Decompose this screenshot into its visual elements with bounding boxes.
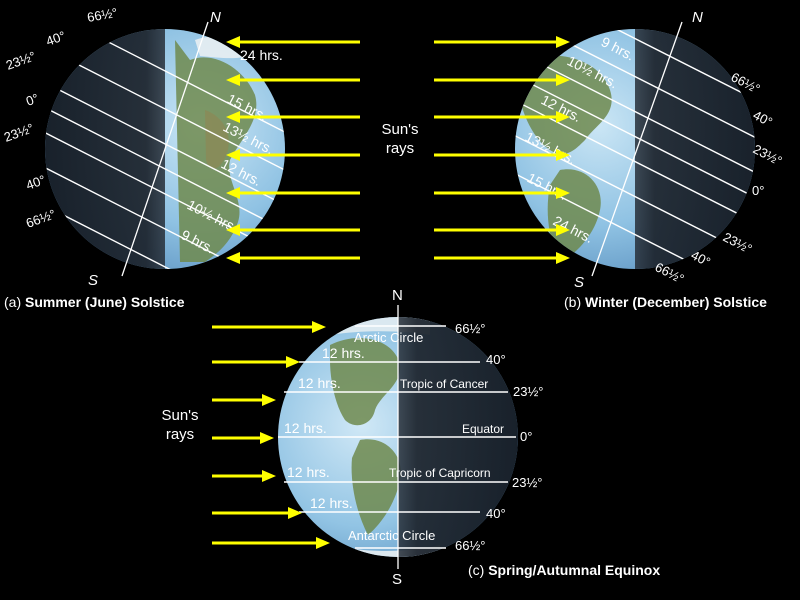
ray-arrow-to-winter: [434, 74, 570, 86]
lat-label: 40°: [24, 172, 48, 193]
equinox-globe: N S Arctic Circle Tropic of Cancer Equat…: [278, 287, 544, 588]
circle-name: Antarctic Circle: [348, 528, 435, 543]
lat-label: 40°: [486, 352, 506, 367]
lat-label: 23½°: [751, 141, 785, 168]
caption-a: (a) Summer (June) Solstice: [4, 294, 185, 310]
lat-label: 40°: [751, 107, 775, 129]
sun-rays-label-line: rays: [165, 426, 195, 443]
caption-b-letter: (b): [564, 294, 582, 310]
lat-label: 23½°: [512, 475, 543, 490]
globe-a-axis: [121, 21, 209, 277]
circle-name: Tropic of Capricorn: [389, 466, 491, 480]
sun-rays-label-bottom: Sun's rays: [148, 406, 212, 444]
ray-arrow-to-winter: [434, 224, 570, 236]
lat-label: 23½°: [2, 120, 36, 145]
globe-a-pole-n: N: [210, 9, 221, 26]
lat-label: 23½°: [721, 229, 755, 256]
day-length-label: 12 hrs.: [298, 375, 341, 391]
caption-c-letter: (c): [468, 562, 485, 578]
lat-label: 66½°: [455, 538, 486, 553]
ray-arrow-to-summer: [226, 36, 360, 48]
sun-rays-label-line: rays: [385, 140, 415, 157]
day-length-label: 12 hrs.: [322, 345, 365, 361]
day-length-label: 12 hrs.: [284, 420, 327, 436]
caption-a-title: Summer (June) Solstice: [25, 294, 185, 310]
day-length-label: 12 hrs.: [287, 464, 330, 480]
globe-c-latitude-lines: [278, 325, 516, 549]
ray-arrow-to-summer: [226, 149, 360, 161]
day-length-label: 24 hrs.: [240, 47, 283, 63]
globe-c-pole-n: N: [392, 287, 403, 304]
circle-name: Equator: [462, 422, 504, 436]
lat-label: 23½°: [513, 384, 544, 399]
globe-b-pole-n: N: [692, 9, 703, 26]
lat-label: 40°: [44, 28, 68, 49]
day-length-label: 12 hrs.: [310, 495, 353, 511]
globe-b-pole-s: S: [574, 274, 584, 291]
caption-a-letter: (a): [4, 294, 22, 310]
caption-b-title: Winter (December) Solstice: [585, 294, 767, 310]
globe-c-latitude-labels: 66½° 40° 23½° 0° 23½° 40° 66½°: [455, 321, 544, 553]
globe-a-pole-s: S: [88, 272, 98, 289]
globe-c-pole-s: S: [392, 571, 402, 588]
ray-arrow-to-winter: [434, 111, 570, 123]
ray-arrow-to-summer: [226, 187, 360, 199]
ray-arrow-to-equinox: [212, 394, 276, 406]
circle-name: Tropic of Cancer: [400, 377, 488, 391]
ray-arrow-to-equinox: [212, 432, 274, 444]
caption-c-title: Spring/Autumnal Equinox: [488, 562, 661, 578]
ray-arrow-to-summer: [226, 224, 360, 236]
globe-c-circle-names: Arctic Circle Tropic of Cancer Equator T…: [348, 330, 504, 543]
lat-label: 0°: [752, 183, 764, 198]
lat-label: 0°: [24, 90, 41, 108]
globe-a-continents: [175, 36, 257, 262]
lat-label: 66½°: [24, 206, 58, 231]
lat-label: 23½°: [4, 48, 38, 73]
sun-rays-label-top: Sun's rays: [368, 120, 432, 158]
ray-arrow-to-summer: [226, 74, 360, 86]
ray-arrow-to-winter: [434, 252, 570, 264]
lat-label: 0°: [520, 429, 532, 444]
globe-c-day-lengths: 12 hrs. 12 hrs. 12 hrs. 12 hrs. 12 hrs.: [284, 345, 365, 511]
ray-arrow-to-equinox: [212, 537, 330, 549]
circle-name: Arctic Circle: [354, 330, 423, 345]
globe-b-axis: [591, 21, 683, 277]
sun-rays-arrows: [212, 36, 570, 549]
ray-arrow-to-equinox: [212, 470, 276, 482]
globe-a-night-side: [45, 29, 165, 269]
ray-arrow-to-summer: [226, 252, 360, 264]
lat-label: 66½°: [86, 5, 119, 25]
ray-arrow-to-winter: [434, 187, 570, 199]
caption-c: (c) Spring/Autumnal Equinox: [468, 562, 660, 578]
ray-arrow-to-winter: [434, 149, 570, 161]
lat-label: 40°: [486, 506, 506, 521]
sun-rays-label-line: Sun's: [381, 121, 419, 138]
ray-arrow-to-equinox: [212, 321, 326, 333]
ray-arrow-to-winter: [434, 36, 570, 48]
lat-label: 66½°: [455, 321, 486, 336]
ray-arrow-to-equinox: [212, 356, 300, 368]
sun-rays-label-line: Sun's: [161, 407, 199, 424]
caption-b: (b) Winter (December) Solstice: [564, 294, 767, 310]
ray-arrow-to-summer: [226, 111, 360, 123]
ray-arrow-to-equinox: [212, 507, 302, 519]
